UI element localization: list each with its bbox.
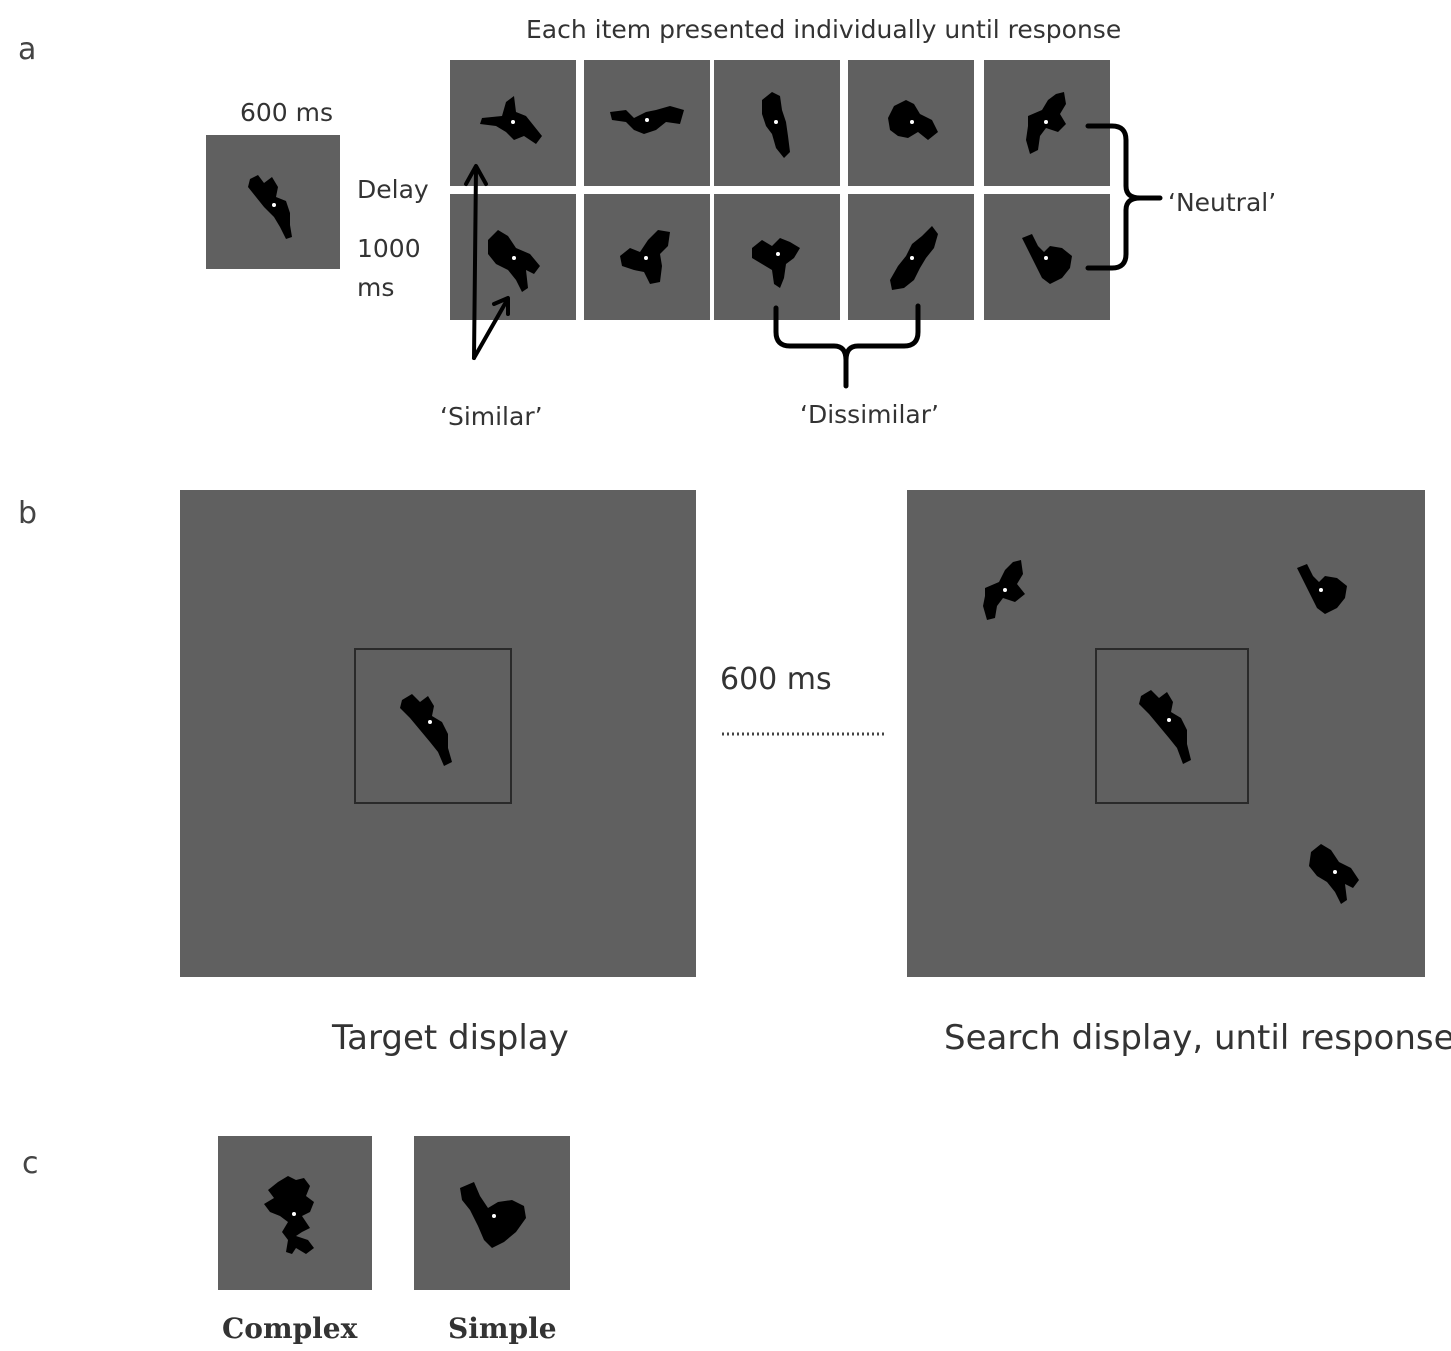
search-display-shapes xyxy=(983,560,1359,904)
target-display-caption: Target display xyxy=(332,1018,569,1058)
target-duration-label: 600 ms xyxy=(240,98,334,127)
search-display-caption: Search display, until response xyxy=(944,1018,1451,1058)
simple-example xyxy=(414,1136,570,1290)
search-frame xyxy=(1095,648,1249,804)
probe-item xyxy=(584,194,710,320)
probe-item xyxy=(450,194,576,320)
target-display-shape xyxy=(400,694,452,766)
similar-label: ‘Similar’ xyxy=(440,402,543,431)
panel-letter-b: b xyxy=(18,496,38,531)
search-display xyxy=(907,490,1425,977)
probe-item xyxy=(984,60,1110,186)
probe-item xyxy=(714,194,840,320)
target-frame xyxy=(354,648,512,804)
target-shape xyxy=(248,175,292,239)
complex-shape xyxy=(264,1176,314,1254)
delay-label: Delay xyxy=(357,175,429,204)
complex-label: Complex xyxy=(222,1312,358,1345)
probe-item xyxy=(984,194,1110,320)
neutral-label: ‘Neutral’ xyxy=(1168,188,1277,217)
delay-duration-number: 1000 xyxy=(357,234,421,263)
probe-item xyxy=(450,60,576,186)
simple-label: Simple xyxy=(448,1312,557,1345)
probe-item xyxy=(848,194,974,320)
presentation-note: Each item presented individually until r… xyxy=(526,15,1122,44)
probe-item xyxy=(584,60,710,186)
delay-duration-unit: ms xyxy=(357,273,395,302)
interval-label: 600 ms xyxy=(720,662,832,697)
probe-item xyxy=(848,60,974,186)
dissimilar-label: ‘Dissimilar’ xyxy=(800,400,939,429)
complex-example xyxy=(218,1136,372,1290)
probe-item xyxy=(714,60,840,186)
simple-shape xyxy=(460,1182,526,1248)
panel-letter-c: c xyxy=(22,1146,39,1181)
panel-letter-a: a xyxy=(18,32,37,67)
target-display xyxy=(180,490,696,977)
probe-grid xyxy=(450,60,1110,320)
memory-target-stimulus xyxy=(206,135,340,269)
